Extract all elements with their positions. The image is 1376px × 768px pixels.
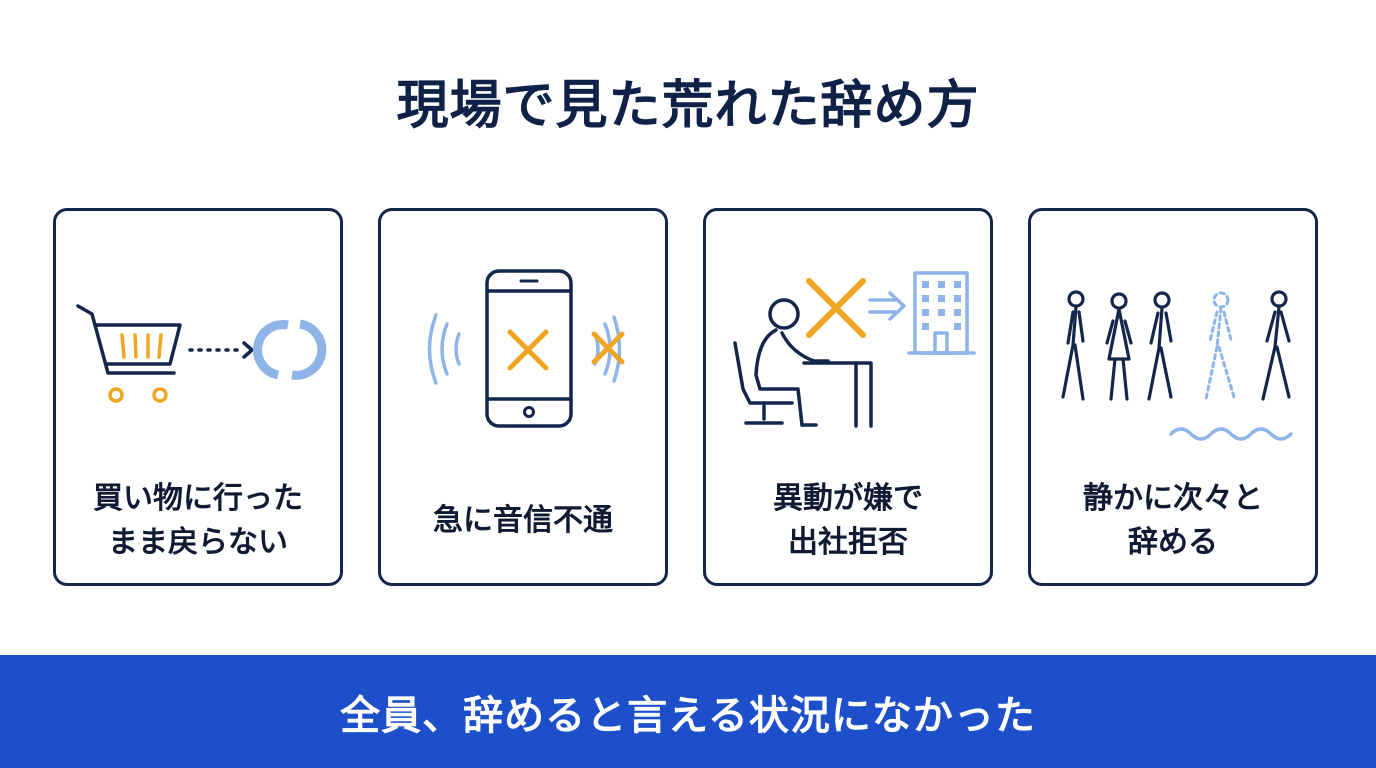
caption-line-1: 買い物に行った	[93, 481, 303, 516]
card-quiet-quitting: 静かに次々と 辞める	[1028, 208, 1318, 586]
card-refuse-transfer: 異動が嫌で 出社拒否	[703, 208, 993, 586]
caption-line-1: 急に音信不通	[433, 503, 613, 538]
office-worker-refusing-icon	[733, 271, 976, 428]
conclusion-banner: 全員、辞めると言える状況になかった	[0, 655, 1376, 768]
caption-line-2: まま戻らない	[108, 525, 288, 560]
caption-line-2: 辞める	[1128, 525, 1218, 560]
card-caption: 異動が嫌で 出社拒否	[706, 473, 990, 569]
people-walking-away-icon	[1061, 290, 1293, 441]
card-caption: 買い物に行った まま戻らない	[56, 473, 340, 569]
caption-line-2: 出社拒否	[788, 525, 908, 560]
smartphone-no-signal-icon	[427, 269, 625, 428]
page-title: 現場で見た荒れた辞め方	[396, 76, 980, 136]
card-caption: 急に音信不通	[381, 473, 665, 569]
card-shopping: 買い物に行った まま戻らない	[53, 208, 343, 586]
caption-line-1: 異動が嫌で	[773, 481, 923, 516]
card-caption: 静かに次々と 辞める	[1031, 473, 1315, 569]
banner-text: 全員、辞めると言える状況になかった	[340, 692, 1036, 739]
shopping-cart-icon	[76, 304, 327, 403]
caption-line-1: 静かに次々と	[1083, 481, 1263, 516]
card-no-contact: 急に音信不通	[378, 208, 668, 586]
